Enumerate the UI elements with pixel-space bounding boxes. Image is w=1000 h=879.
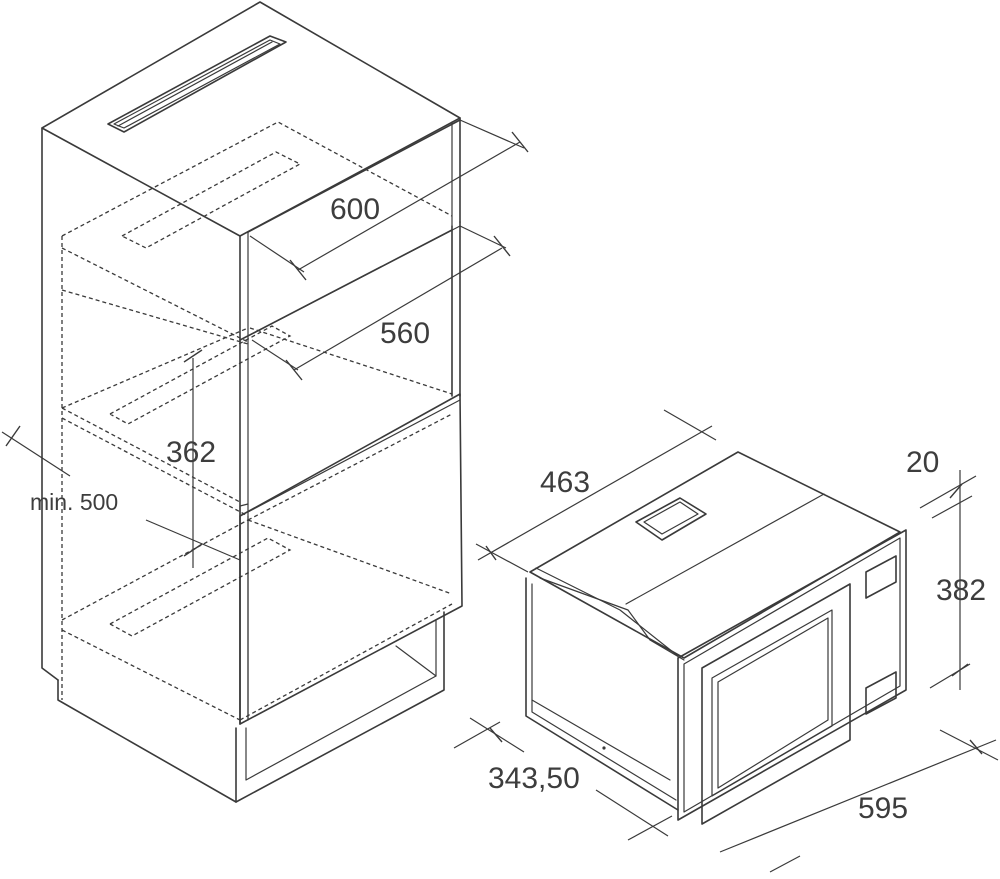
cabinet-door — [239, 393, 463, 725]
dim-label-appliance-height: 382 — [936, 574, 986, 607]
microwave-top — [529, 451, 901, 659]
microwave-vent — [635, 497, 707, 541]
dim-label-cabinet-width: 600 — [330, 193, 380, 226]
cabinet-hidden-lines — [61, 121, 453, 721]
vent-slot-top — [107, 35, 287, 133]
cabinet-dimension-lines — [1, 119, 529, 568]
control-display-top — [865, 555, 897, 599]
cabinet-left-side — [41, 127, 59, 681]
dim-label-frame-thickness: 20 — [906, 446, 939, 479]
tall-cabinet — [41, 1, 463, 803]
dim-label-niche-width: 560 — [380, 317, 430, 350]
cabinet-top — [41, 1, 461, 237]
dim-label-appliance-depth: 463 — [540, 466, 590, 499]
microwave — [525, 451, 907, 825]
microwave-dimension-lines — [453, 409, 999, 873]
microwave-door — [701, 583, 851, 825]
microwave-front-frame — [677, 529, 907, 821]
control-display-bottom — [865, 671, 897, 715]
cabinet-base — [57, 679, 237, 803]
dim-label-niche-height: 362 — [166, 436, 216, 469]
dim-label-min-depth: min. 500 — [30, 489, 118, 515]
dim-label-body-width: 343,50 — [488, 762, 580, 795]
microwave-body-left — [525, 577, 679, 811]
dim-label-appliance-width: 595 — [858, 792, 908, 825]
microwave-indicator — [602, 746, 606, 750]
microwave-window — [711, 609, 833, 797]
